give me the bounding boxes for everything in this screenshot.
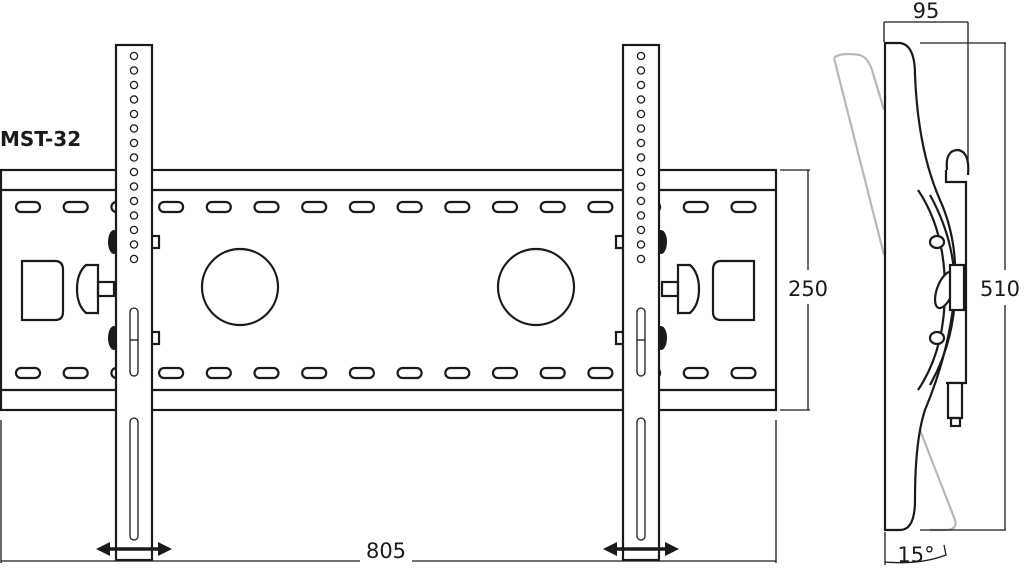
- adjust-arrow-icon: [96, 542, 172, 556]
- plate-slot: [205, 200, 232, 214]
- plate-slot: [682, 200, 709, 214]
- plate-slot: [444, 366, 471, 380]
- rail-slot: [636, 307, 646, 377]
- dim-95-label: 95: [913, 0, 940, 23]
- rail-hole: [636, 95, 646, 104]
- plate-slot: [348, 200, 375, 214]
- rail-hole: [636, 254, 646, 264]
- plate-slot: [158, 366, 185, 380]
- rail-hole: [636, 240, 646, 249]
- dimension-510: 510: [920, 42, 1020, 531]
- rail-hole: [129, 254, 139, 264]
- rail-slot: [636, 417, 646, 541]
- rail-hole: [636, 124, 646, 133]
- plate-slot: [205, 366, 232, 380]
- rail-hole: [636, 153, 646, 162]
- rail-hole: [636, 167, 646, 177]
- model-label: MST-32: [0, 127, 81, 151]
- plate-slot: [730, 200, 757, 214]
- plate-slot: [491, 200, 519, 214]
- rail-hole: [636, 196, 646, 206]
- rail-bar: [114, 43, 154, 562]
- rail-hole: [129, 51, 139, 61]
- center-hole-left: [200, 247, 280, 327]
- rail-hole: [636, 51, 646, 61]
- rail-hole: [129, 196, 139, 206]
- dim-250-label: 250: [788, 277, 828, 301]
- plate-slot: [301, 366, 328, 380]
- rail-hole: [129, 95, 139, 104]
- plate-slot: [62, 366, 89, 380]
- plate-slot: [730, 366, 757, 380]
- center-hole-right: [496, 247, 576, 327]
- plate-slot: [539, 366, 566, 380]
- plate-slot: [491, 366, 519, 380]
- plate-slot: [348, 366, 375, 380]
- rail-hole: [129, 167, 139, 177]
- rail-hole: [636, 109, 646, 119]
- side-view: [832, 41, 970, 532]
- rail-hole: [636, 66, 646, 75]
- rail-bar: [621, 43, 661, 562]
- rail-left: [96, 43, 172, 562]
- rail-hole: [129, 225, 139, 235]
- rail-slot: [129, 417, 139, 541]
- rail-hole: [636, 211, 646, 220]
- rail-hole: [129, 138, 139, 148]
- plate-slot: [539, 200, 566, 214]
- plate-slot: [396, 200, 423, 214]
- lock-block-left: [20, 259, 116, 322]
- plate-slot: [14, 366, 42, 380]
- plate-slot: [682, 366, 709, 380]
- rail-hole: [129, 80, 139, 90]
- dimension-250: 250: [780, 169, 828, 411]
- dimension-15deg: 15°: [884, 532, 947, 567]
- dimension-805: 805: [0, 420, 777, 563]
- plate-slot: [396, 366, 423, 380]
- plate-slot: [158, 200, 185, 214]
- dimension-95: 95: [883, 0, 969, 165]
- rail-hole: [129, 109, 139, 119]
- rail-hole: [129, 124, 139, 133]
- rail-hole: [129, 66, 139, 75]
- rail-right: [603, 43, 679, 562]
- rail-hole: [129, 211, 139, 220]
- adjust-arrow-icon: [603, 542, 679, 556]
- rail-hole: [129, 153, 139, 162]
- rail-hole: [129, 182, 139, 191]
- plate-slot: [587, 366, 614, 380]
- plate-slot: [14, 200, 42, 214]
- rail-hole: [636, 138, 646, 148]
- rail-slot: [129, 307, 139, 377]
- plate-slot: [62, 200, 89, 214]
- lock-block-right: [660, 259, 756, 322]
- plate-slot: [253, 200, 280, 214]
- rail-hole: [129, 240, 139, 249]
- dim-805-label: 805: [366, 539, 406, 563]
- dim-15-label: 15°: [897, 543, 934, 567]
- rail-hole: [636, 225, 646, 235]
- plate-slot: [587, 200, 614, 214]
- rail-hole: [636, 80, 646, 90]
- plate-slot: [444, 200, 471, 214]
- vertical-rails: [96, 43, 679, 562]
- dim-510-label: 510: [980, 277, 1020, 301]
- rail-hole: [636, 182, 646, 191]
- plate-slot: [301, 200, 328, 214]
- plate-slot: [253, 366, 280, 380]
